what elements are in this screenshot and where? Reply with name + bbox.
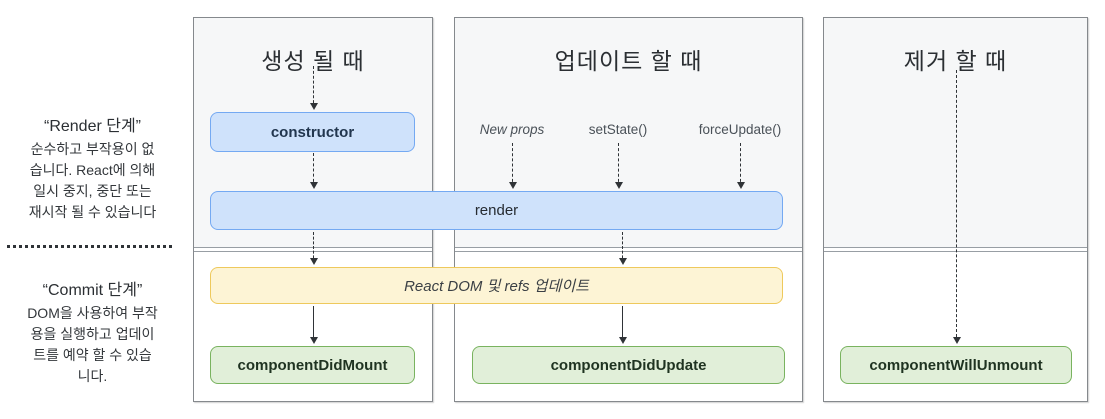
panel-update-header: 업데이트 할 때 bbox=[554, 48, 703, 74]
panel-unmount-header: 제거 할 때 bbox=[903, 48, 1008, 74]
arrow-render-to-dom-update-update bbox=[618, 232, 627, 265]
render-phase-description: 순수하고 부작용이 없 습니다. React에 의해 일시 중지, 중단 또는 … bbox=[28, 141, 157, 220]
arrow-new-props-to-render bbox=[508, 143, 517, 189]
constructor-box: constructor bbox=[210, 112, 415, 152]
panel-mount-header: 생성 될 때 bbox=[261, 48, 365, 74]
render-box: render bbox=[210, 191, 783, 230]
arrow-mount-header-to-constructor bbox=[309, 66, 318, 110]
arrow-setstate-to-render bbox=[614, 143, 623, 189]
trigger-new-props-label: New props bbox=[479, 122, 545, 137]
commit-phase-title: “Commit 단계” bbox=[42, 282, 143, 299]
arrow-constructor-to-render bbox=[309, 153, 318, 189]
component-did-update-box: componentDidUpdate bbox=[472, 346, 785, 384]
trigger-forceupdate-label: forceUpdate() bbox=[698, 122, 782, 137]
arrow-forceupdate-to-render bbox=[736, 143, 745, 189]
commit-phase-description: DOM을 사용하여 부작 용을 실행하고 업데이 트를 예약 할 수 있습 니다… bbox=[27, 305, 158, 384]
trigger-setstate-label: setState() bbox=[588, 122, 648, 137]
render-phase-title: “Render 단계” bbox=[43, 118, 142, 135]
component-will-unmount-box: componentWillUnmount bbox=[840, 346, 1072, 384]
react-dom-refs-update-box: React DOM 및 refs 업데이트 bbox=[210, 267, 783, 304]
panel-unmount-render-section bbox=[824, 18, 1087, 247]
arrow-dom-update-to-did-mount bbox=[309, 306, 318, 344]
arrow-dom-update-to-did-update bbox=[618, 306, 627, 344]
phase-legend-sidebar: “Render 단계” 순수하고 부작용이 없 습니다. React에 의해 일… bbox=[0, 0, 185, 419]
arrow-render-to-dom-update-mount bbox=[309, 232, 318, 265]
panel-unmount-phase-divider bbox=[824, 247, 1087, 252]
component-did-mount-box: componentDidMount bbox=[210, 346, 415, 384]
arrow-unmount-header-to-will-unmount bbox=[952, 70, 961, 344]
panel-update-phase-divider bbox=[455, 247, 802, 252]
phase-dotted-divider bbox=[7, 245, 172, 248]
